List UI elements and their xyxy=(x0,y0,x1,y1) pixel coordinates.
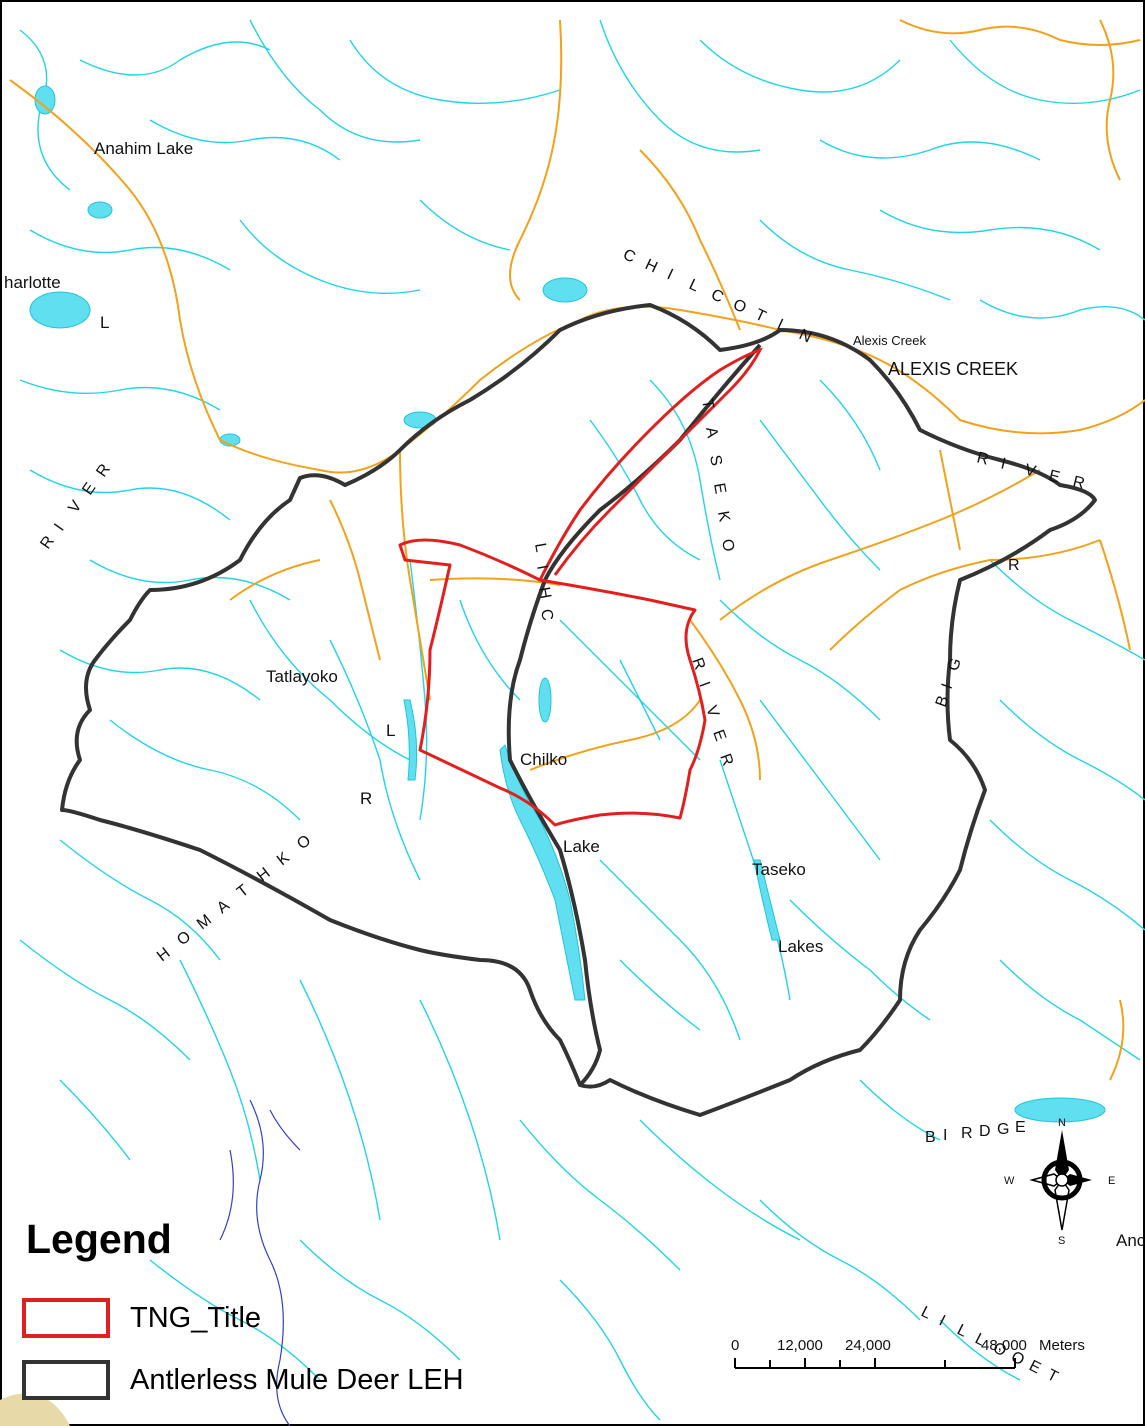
river-letter-taseko-2: S xyxy=(706,454,725,467)
river-letter-bridge-3: D xyxy=(979,1123,991,1140)
river-letter-bridge-5: E xyxy=(1015,1119,1026,1136)
river-letter-taseko-4: K xyxy=(714,510,733,524)
label-taseko: Taseko xyxy=(752,860,806,879)
label-big-r: R xyxy=(1008,557,1020,574)
river-letter-taseko-5: O xyxy=(718,538,737,553)
legend-label-tng-title: TNG_Title xyxy=(130,1301,262,1334)
scale-tick-0: 0 xyxy=(731,1337,739,1354)
label-anahim-lake: Anahim Lake xyxy=(94,139,193,158)
legend-title: Legend xyxy=(26,1216,172,1262)
north-arrow: N S E W xyxy=(1004,1117,1115,1247)
river-letter-chilko_vertical-0: C xyxy=(537,608,556,622)
river-letter-big_r-1: I xyxy=(939,681,956,691)
river-network xyxy=(19,19,1145,1421)
river-letter-river_right-0: R xyxy=(975,449,990,468)
river-letter-chilcotin-2: I xyxy=(664,266,675,283)
label-tatlayoko-l: L xyxy=(386,721,395,740)
legend-item-leh: Antlerless Mule Deer LEH xyxy=(22,1358,464,1402)
river-letter-bridge-2: R xyxy=(961,1125,973,1142)
scale-tick-12000: 12,000 xyxy=(777,1337,823,1354)
river-letter-river_right-2: V xyxy=(1023,461,1038,480)
river-letter-bridge-1: I xyxy=(943,1127,947,1144)
river-letter-chilcotin-7: I xyxy=(774,316,785,333)
label-lake: Lake xyxy=(563,837,600,856)
river-letter-chilko_vertical-2: I xyxy=(533,564,551,571)
river-letter-river_right-1: I xyxy=(999,455,1007,473)
river-letter-river_right-4: R xyxy=(1071,473,1086,492)
legend-item-tng-title: TNG_Title xyxy=(22,1296,261,1340)
scale-tick-48000: 48,000 xyxy=(981,1337,1027,1354)
river-letter-lillooet-1: I xyxy=(936,1312,948,1329)
label-homathko-r: R xyxy=(360,789,372,808)
label-tatlayoko: Tatlayoko xyxy=(266,667,338,686)
legend-label-leh: Antlerless Mule Deer LEH xyxy=(130,1363,464,1396)
scale-bar: 0 12,000 24,000 48,000 Meters xyxy=(731,1337,1085,1369)
label-charlotte-l: L xyxy=(100,313,109,332)
river-letter-chilko_vertical-1: H xyxy=(535,586,554,600)
river-letter-river_right-3: E xyxy=(1047,467,1061,486)
lakes xyxy=(29,85,1106,1123)
tng-title-corridor xyxy=(538,347,763,581)
label-alexis-creek: ALEXIS CREEK xyxy=(888,359,1018,379)
river-letter-river_taseko-0: R xyxy=(688,656,708,673)
north-arrow-s: S xyxy=(1058,1235,1065,1247)
river-letter-river_taseko-4: R xyxy=(716,752,736,769)
label-alexis-creek-small: Alexis Creek xyxy=(853,333,926,348)
legend-swatch-leh xyxy=(22,1360,110,1400)
river-letter-taseko-3: E xyxy=(710,482,729,495)
river-letter-chilko_vertical-3: L xyxy=(531,542,549,554)
north-arrow-e: E xyxy=(1108,1175,1115,1187)
land-patch xyxy=(0,1393,70,1426)
river-letter-bridge-4: G xyxy=(997,1121,1009,1138)
label-lakes: Lakes xyxy=(778,937,823,956)
river-letter-river_taseko-1: I xyxy=(695,680,712,690)
scale-tick-24000: 24,000 xyxy=(845,1337,891,1354)
leh-boundary xyxy=(60,303,1097,1117)
river-letter-taseko-1: A xyxy=(702,426,721,440)
place-labels: Anahim Lake harlotte L Alexis Creek ALEX… xyxy=(4,139,1145,1250)
north-arrow-w: W xyxy=(1004,1175,1015,1187)
river-letter-big_r-2: G xyxy=(945,656,965,674)
label-chilko: Chilko xyxy=(520,750,567,769)
legend-swatch-tng-title xyxy=(22,1298,110,1338)
blue-river-network xyxy=(219,1099,301,1426)
scale-unit: Meters xyxy=(1039,1337,1085,1354)
river-letter-bridge-0: B xyxy=(925,1129,936,1146)
road-network xyxy=(9,19,1145,1081)
label-anc: Anc xyxy=(1116,1231,1145,1250)
north-arrow-n: N xyxy=(1058,1117,1066,1129)
label-charlotte: harlotte xyxy=(4,273,61,292)
river-letter-taseko-0: T xyxy=(698,398,716,411)
